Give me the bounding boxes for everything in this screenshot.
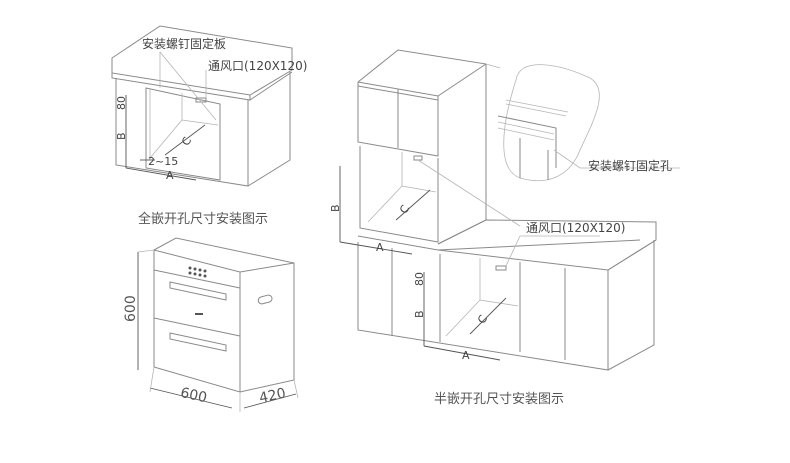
sterilizer-product <box>137 237 299 412</box>
dim-lower-top-gap: 80 <box>413 272 426 286</box>
dim-product-height: 600 <box>123 295 139 322</box>
half-embed-cabinet <box>339 49 680 371</box>
dim-upper-width: A <box>376 241 384 254</box>
dim-lower-width: A <box>462 349 470 362</box>
full-embed-cabinet <box>111 25 293 187</box>
label-screw-plate: 安装螺钉固定板 <box>142 37 227 51</box>
dim-upper-height: B <box>329 204 342 212</box>
dim-lower-height: B <box>413 310 426 318</box>
dim-width-full: A <box>166 169 174 182</box>
dim-height-full: B <box>115 132 128 140</box>
dim-top-gap-full: 80 <box>115 96 128 110</box>
caption-full-embed: 全嵌开孔尺寸安装图示 <box>138 212 269 227</box>
caption-half-embed: 半嵌开孔尺寸安装图示 <box>434 392 565 407</box>
dim-side-gap-full: 2~15 <box>148 155 179 168</box>
label-screw-hole: 安装螺钉固定孔 <box>588 159 673 173</box>
label-vent-full: 通风口(120X120) <box>208 59 308 73</box>
label-vent-half: 通风口(120X120) <box>526 221 626 235</box>
